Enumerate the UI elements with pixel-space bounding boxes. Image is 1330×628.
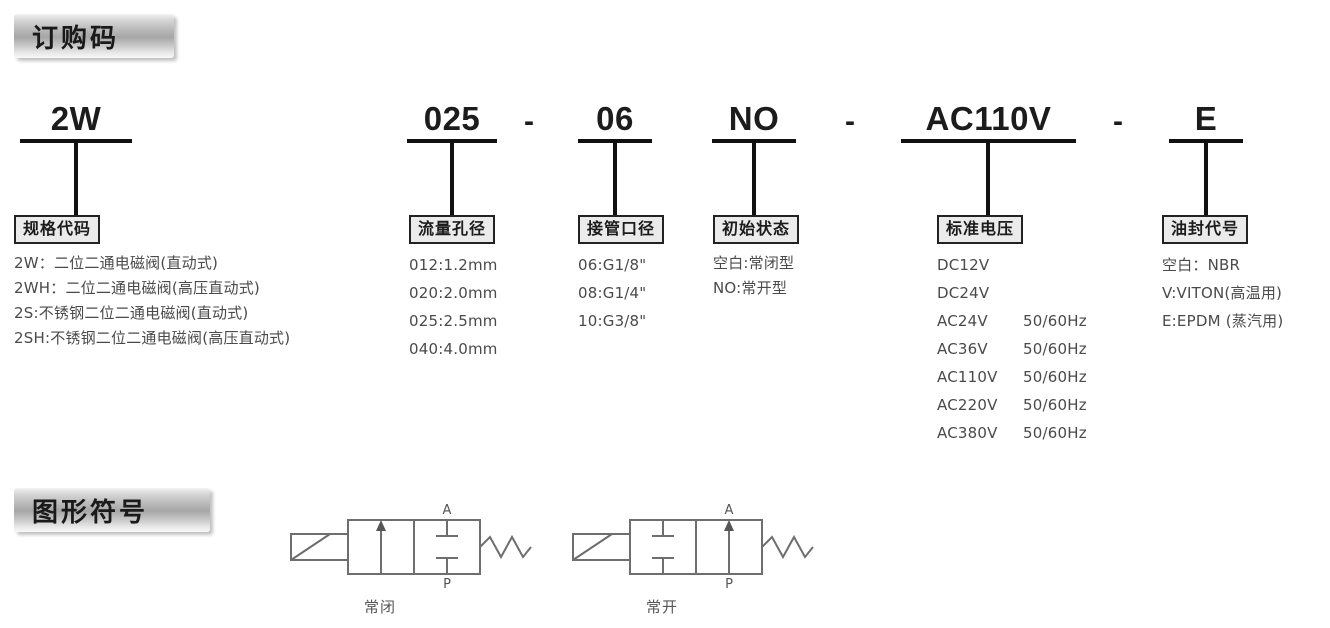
list-item: DC24V xyxy=(937,279,1087,307)
voltage-value: AC380V xyxy=(937,424,998,442)
list-item: NO:常开型 xyxy=(713,279,788,297)
list-item: V:VITON(高温用) xyxy=(1162,284,1283,302)
list-item: 空白:常闭型 xyxy=(713,254,795,272)
section-banner-symbol: 图形符号 xyxy=(14,488,210,532)
flow-arrow-head xyxy=(376,520,386,531)
leader-line-voltage xyxy=(986,143,990,215)
column-list-seal: 空白：NBR V:VITON(高温用) E:EPDM (蒸汽用) xyxy=(1162,251,1283,335)
order-code-underline-series xyxy=(20,139,132,143)
section-title-order-code: 订购码 xyxy=(32,23,120,54)
voltage-frequency: 50/60Hz xyxy=(1023,312,1087,330)
leader-line-seal xyxy=(1204,143,1208,215)
valve-symbol-no-diagram: A P xyxy=(572,503,814,590)
order-code-text-orifice: 025 xyxy=(423,100,481,137)
list-item: 040:4.0mm xyxy=(409,340,498,358)
detail-column-series: 规格代码 2W：二位二通电磁阀(直动式) 2WH：二位二通电磁阀(高压直动式) … xyxy=(14,215,290,351)
column-title-voltage: 标准电压 xyxy=(937,215,1024,244)
list-item: AC380V 50/60Hz xyxy=(937,419,1087,447)
voltage-value: AC220V xyxy=(937,396,998,414)
list-item: 2WH：二位二通电磁阀(高压直动式) xyxy=(14,279,260,297)
voltage-value: AC36V xyxy=(937,340,988,358)
order-code-text-voltage: AC110V xyxy=(925,100,1052,137)
column-list-voltage: DC12V DC24V AC24V 50/60Hz AC36V 50/60Hz … xyxy=(937,251,1087,447)
list-item: 08:G1/4" xyxy=(578,284,647,302)
order-code-underline-state xyxy=(712,139,796,143)
order-code-segment-orifice: 025 xyxy=(407,100,497,143)
detail-column-port: 接管口径 06:G1/8" 08:G1/4" 10:G3/8" xyxy=(578,215,665,335)
order-code-underline-seal xyxy=(1169,139,1243,143)
voltage-frequency: 50/60Hz xyxy=(1023,396,1087,414)
order-code-text-port: 06 xyxy=(596,100,634,137)
voltage-frequency: 50/60Hz xyxy=(1023,368,1087,386)
voltage-value: AC24V xyxy=(937,312,988,330)
column-title-port: 接管口径 xyxy=(578,215,665,244)
order-code-underline-voltage xyxy=(901,139,1076,143)
order-code-segment-state: NO xyxy=(712,100,796,143)
order-code-dash-3: - xyxy=(1113,105,1123,138)
leader-line-state xyxy=(752,143,756,215)
order-code-dash-1: - xyxy=(524,105,534,138)
flow-arrow-head xyxy=(724,520,734,531)
list-item: AC36V 50/60Hz xyxy=(937,335,1087,363)
section-title-symbol: 图形符号 xyxy=(32,497,149,528)
list-item: 10:G3/8" xyxy=(578,312,647,330)
order-code-underline-port xyxy=(578,139,652,143)
column-title-series: 规格代码 xyxy=(14,215,101,244)
list-item: 06:G1/8" xyxy=(578,256,647,274)
valve-symbol-nc-diagram: A P xyxy=(290,503,532,590)
port-label-p: P xyxy=(443,577,451,590)
list-item: E:EPDM (蒸汽用) xyxy=(1162,312,1284,330)
symbol-caption-normally-open: 常开 xyxy=(645,598,678,616)
section-banner-order-code: 订购码 xyxy=(14,14,174,58)
detail-column-initial-state: 初始状态 空白:常闭型 NO:常开型 xyxy=(713,215,800,301)
column-list-initial-state: 空白:常闭型 NO:常开型 xyxy=(713,251,799,301)
detail-column-seal: 油封代号 空白：NBR V:VITON(高温用) E:EPDM (蒸汽用) xyxy=(1162,215,1283,335)
list-item: AC110V 50/60Hz xyxy=(937,363,1087,391)
list-item: 空白：NBR xyxy=(1162,256,1241,274)
voltage-value: AC110V xyxy=(937,368,998,386)
column-list-port: 06:G1/8" 08:G1/4" 10:G3/8" xyxy=(578,251,664,335)
list-item: 2SH:不锈钢二位二通电磁阀(高压直动式) xyxy=(14,329,291,347)
column-title-initial-state: 初始状态 xyxy=(713,215,800,244)
column-title-orifice: 流量孔径 xyxy=(409,215,496,244)
leader-line-port xyxy=(613,143,617,215)
voltage-value: DC24V xyxy=(937,284,990,302)
order-code-underline-orifice xyxy=(407,139,497,143)
list-item: DC12V xyxy=(937,251,1087,279)
list-item: 025:2.5mm xyxy=(409,312,498,330)
voltage-frequency: 50/60Hz xyxy=(1023,340,1087,358)
column-title-seal: 油封代号 xyxy=(1162,215,1249,244)
list-item: 2S:不锈钢二位二通电磁阀(直动式) xyxy=(14,304,249,322)
order-code-text-series: 2W xyxy=(50,100,102,137)
detail-column-voltage: 标准电压 DC12V DC24V AC24V 50/60Hz AC36V 50/… xyxy=(937,215,1087,447)
valve-symbol-normally-closed: A P 常闭 xyxy=(280,500,535,617)
order-code-segment-voltage: AC110V xyxy=(901,100,1076,143)
order-code-segment-series: 2W xyxy=(20,100,132,143)
leader-line-orifice xyxy=(450,143,454,215)
order-code-text-seal: E xyxy=(1194,100,1218,137)
column-list-orifice: 012:1.2mm 020:2.0mm 025:2.5mm 040:4.0mm xyxy=(409,251,498,363)
list-item: AC220V 50/60Hz xyxy=(937,391,1087,419)
order-code-segment-seal: E xyxy=(1169,100,1243,143)
leader-line-series xyxy=(74,143,78,215)
voltage-frequency: 50/60Hz xyxy=(1023,424,1087,442)
order-code-segment-port: 06 xyxy=(578,100,652,143)
list-item: 012:1.2mm xyxy=(409,256,498,274)
order-code-dash-2: - xyxy=(845,105,855,138)
detail-column-orifice: 流量孔径 012:1.2mm 020:2.0mm 025:2.5mm 040:4… xyxy=(409,215,498,363)
column-list-series: 2W：二位二通电磁阀(直动式) 2WH：二位二通电磁阀(高压直动式) 2S:不锈… xyxy=(14,251,290,351)
list-item: AC24V 50/60Hz xyxy=(937,307,1087,335)
voltage-value: DC12V xyxy=(937,256,990,274)
order-code-text-state: NO xyxy=(728,100,780,137)
symbol-caption-normally-closed: 常闭 xyxy=(363,598,396,616)
list-item: 2W：二位二通电磁阀(直动式) xyxy=(14,254,219,272)
port-label-p: P xyxy=(725,577,733,590)
list-item: 020:2.0mm xyxy=(409,284,498,302)
port-label-a: A xyxy=(725,503,734,518)
port-label-a: A xyxy=(443,503,452,518)
valve-symbol-normally-open: A P 常开 xyxy=(562,500,817,617)
